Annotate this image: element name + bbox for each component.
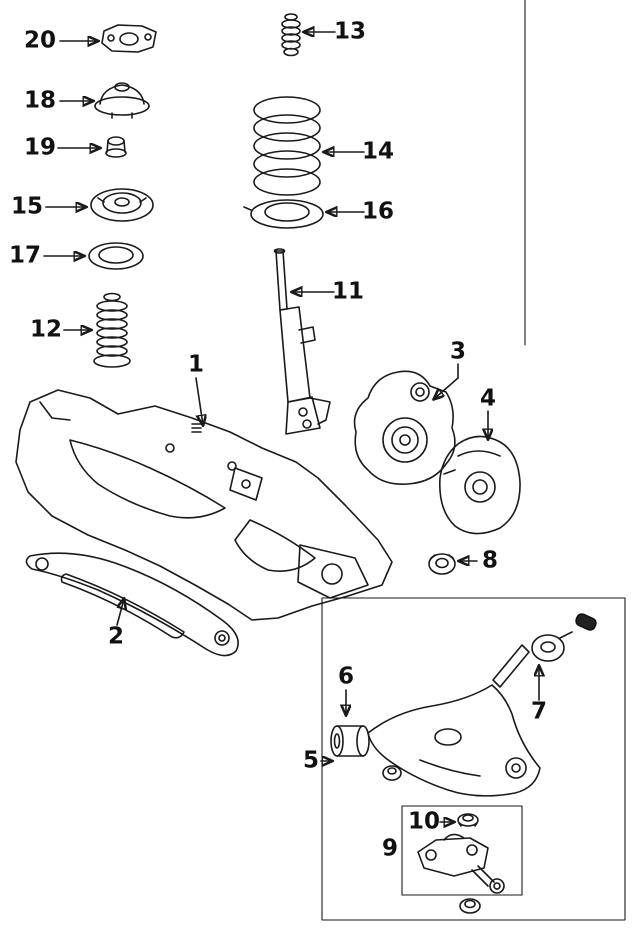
part-15-upper-spring-seat-illustration	[90, 188, 154, 222]
callout-5[interactable]: 5	[302, 747, 320, 774]
callout-2[interactable]: 2	[107, 623, 125, 650]
part-14-coil-spring-illustration	[253, 96, 321, 196]
callout-8[interactable]: 8	[481, 547, 499, 574]
part-8-hub-nut-illustration	[428, 553, 456, 575]
arm-mount-nut-illustration	[459, 898, 481, 914]
callout-16[interactable]: 16	[361, 198, 395, 225]
part-6-bushing-illustration	[330, 725, 370, 757]
part-7-bushing-illustration	[531, 613, 597, 662]
part-9-ball-joint-illustration	[417, 833, 505, 894]
leader-lines	[43, 32, 539, 822]
part-11-strut-illustration	[273, 248, 331, 435]
callout-7[interactable]: 7	[530, 698, 548, 725]
callout-6[interactable]: 6	[337, 663, 355, 690]
callout-17[interactable]: 17	[8, 242, 42, 269]
part-5-lower-control-arm-illustration	[367, 644, 541, 797]
callout-9[interactable]: 9	[381, 835, 399, 862]
callout-3[interactable]: 3	[449, 338, 467, 365]
part-12-dust-boot-illustration	[93, 292, 131, 368]
ball-joint-box	[401, 805, 523, 896]
part-20-upper-mount-plate-illustration	[101, 24, 157, 53]
part-19-mount-bushing-illustration	[105, 136, 127, 158]
callout-12[interactable]: 12	[29, 316, 63, 343]
part-10-castle-nut-illustration	[457, 813, 479, 827]
callout-11[interactable]: 11	[331, 278, 365, 305]
callout-18[interactable]: 18	[23, 87, 57, 114]
callout-20[interactable]: 20	[23, 27, 57, 54]
part-1-crossmember-illustration	[15, 389, 393, 621]
part-3-steering-knuckle-illustration	[353, 370, 456, 486]
callout-1[interactable]: 1	[187, 351, 205, 378]
callout-19[interactable]: 19	[23, 134, 57, 161]
callout-15[interactable]: 15	[10, 193, 44, 220]
part-16-spring-insulator-illustration	[243, 199, 324, 229]
part-17-bearing-ring-illustration	[88, 242, 144, 270]
callout-14[interactable]: 14	[361, 138, 395, 165]
part-18-strut-mount-illustration	[94, 82, 150, 119]
part-13-bump-stopper-illustration	[281, 13, 301, 57]
callout-13[interactable]: 13	[333, 18, 367, 45]
part-2-support-bar-illustration	[25, 552, 239, 657]
part-4-splash-shield-illustration	[438, 435, 521, 535]
callout-10[interactable]: 10	[407, 808, 441, 835]
callout-4[interactable]: 4	[479, 385, 497, 412]
